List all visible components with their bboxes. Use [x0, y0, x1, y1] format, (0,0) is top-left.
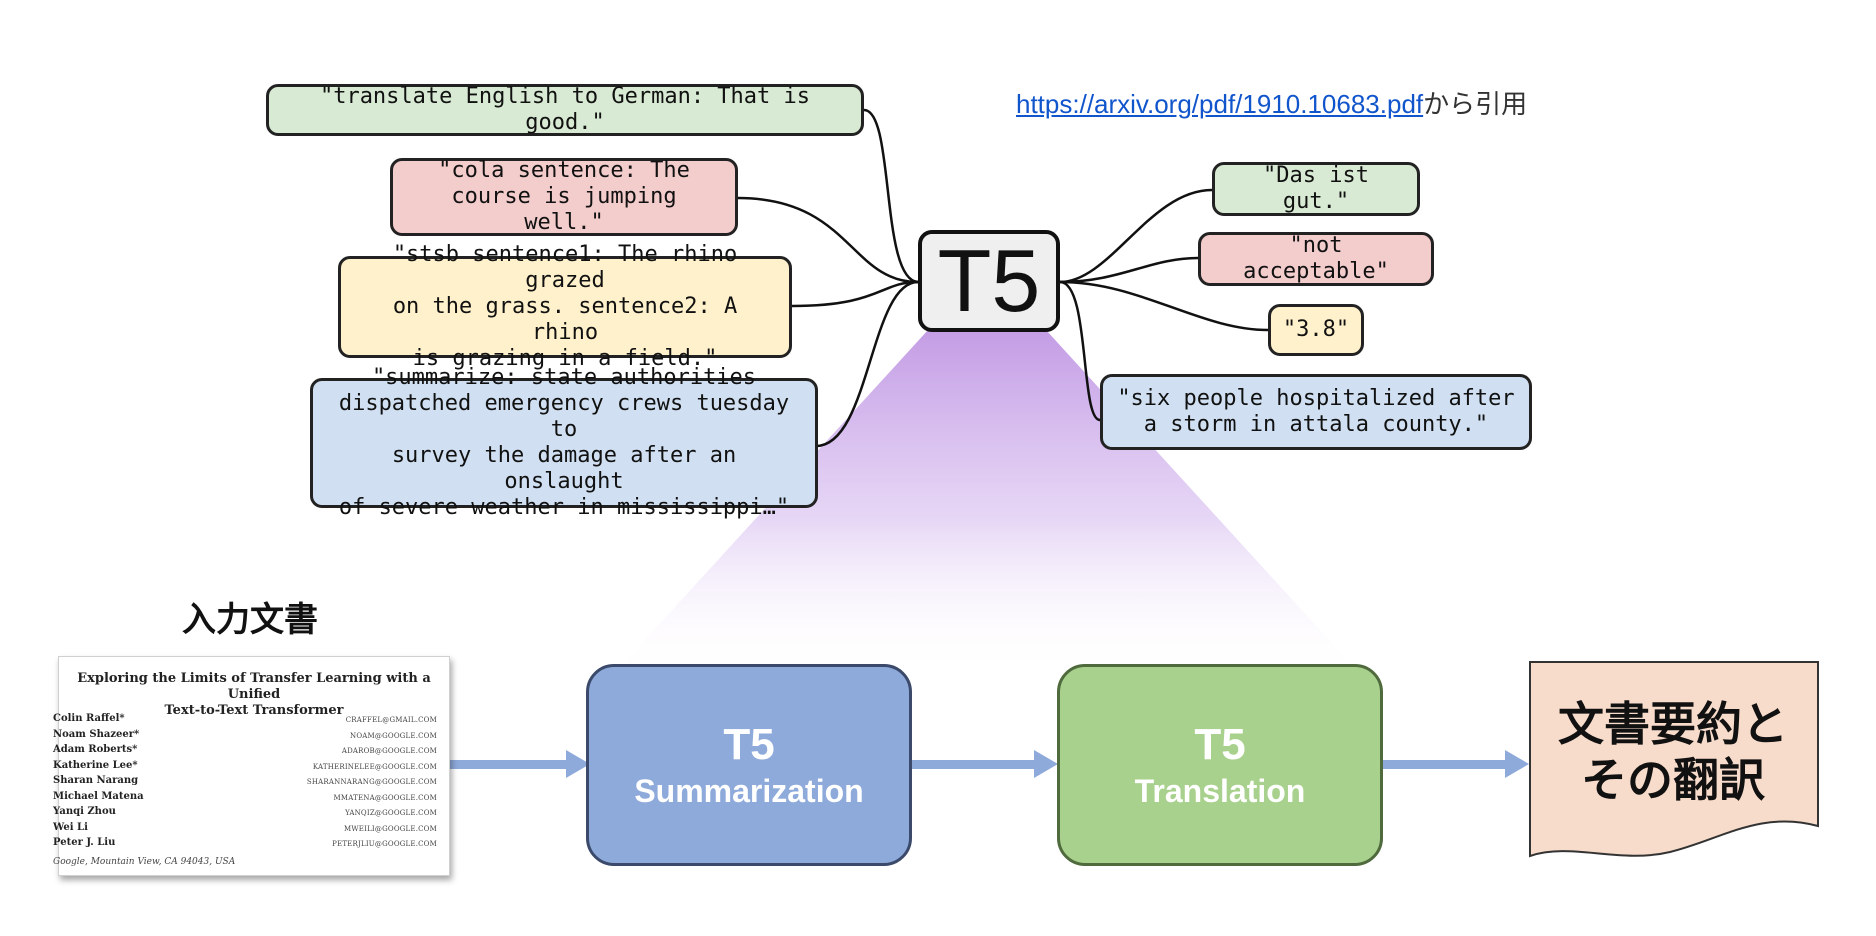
author-row: Colin Raffel* CRAFFEL@GMAIL.COM — [53, 713, 449, 729]
stage-title: T5 — [1194, 720, 1246, 769]
arrow-head-1 — [566, 750, 590, 778]
author-row: Yanqi Zhou YANQIZ@GOOGLE.COM — [53, 806, 449, 822]
pipeline-arrows — [448, 750, 1529, 778]
connector-input-2 — [737, 196, 919, 284]
author-name: Sharan Narang — [53, 775, 139, 786]
author-row: Peter J. Liu PETERJLIU@GOOGLE.COM — [53, 837, 449, 853]
author-row: Noam Shazeer* NOAM@GOOGLE.COM — [53, 729, 449, 745]
author-email: CRAFFEL@GMAIL.COM — [345, 716, 437, 724]
connector-output-2 — [1059, 256, 1199, 284]
author-name: Noam Shazeer* — [53, 728, 140, 740]
author-email: MWEILI@GOOGLE.COM — [344, 824, 437, 833]
connectors — [737, 108, 1269, 448]
author-name: Katherine Lee* — [53, 759, 138, 771]
input-summarize-box: "summarize: state authorities dispatched… — [310, 365, 818, 520]
output-summarize-box: "six people hospitalized after a storm i… — [1100, 374, 1532, 450]
stage-subtitle: Summarization — [634, 773, 864, 809]
paper-author-list: Colin Raffel* CRAFFEL@GMAIL.COM Noam Shaz… — [53, 713, 449, 853]
output-stsb-box: "3.8" — [1268, 304, 1364, 356]
author-name: Colin Raffel* — [53, 713, 125, 724]
output-translate-box: "Das ist gut." — [1212, 162, 1420, 216]
author-name: Peter J. Liu — [53, 837, 116, 848]
output-document-shape — [1529, 661, 1819, 858]
t5-model-box: T5 — [918, 230, 1060, 332]
connector-output-4 — [1059, 280, 1101, 422]
citation-link[interactable]: https://arxiv.org/pdf/1910.10683.pdf — [1016, 89, 1424, 119]
t5-summarization-stage: T5 Summarization — [586, 664, 912, 866]
arrow-head-3 — [1505, 750, 1529, 778]
connector-output-1 — [1059, 188, 1213, 284]
paper-title: Exploring the Limits of Transfer Learnin… — [77, 671, 431, 718]
stage-title: T5 — [723, 720, 775, 769]
input-paper-thumbnail: Exploring the Limits of Transfer Learnin… — [53, 656, 450, 876]
author-email: NOAM@GOOGLE.COM — [350, 731, 437, 740]
citation-suffix: から引用 — [1423, 89, 1528, 119]
t5-translation-stage: T5 Translation — [1057, 664, 1383, 866]
output-document-label: 文書要約と その翻訳 — [1558, 697, 1788, 807]
author-row: Adam Roberts* ADAROB@GOOGLE.COM — [53, 744, 449, 760]
input-document-label: 入力文書 — [182, 600, 318, 640]
author-row: Sharan Narang SHARANNARANG@GOOGLE.COM — [53, 775, 449, 791]
author-email: KATHERINELEE@GOOGLE.COM — [312, 762, 437, 771]
stage-subtitle: Translation — [1134, 773, 1306, 809]
author-row: Katherine Lee* KATHERINELEE@GOOGLE.COM — [53, 760, 449, 776]
author-name: Wei Li — [53, 821, 88, 833]
author-email: YANQIZ@GOOGLE.COM — [345, 809, 437, 817]
connector-output-3 — [1059, 280, 1269, 332]
author-name: Adam Roberts* — [53, 744, 138, 755]
author-email: ADAROB@GOOGLE.COM — [341, 747, 437, 755]
author-email: SHARANNARANG@GOOGLE.COM — [306, 778, 437, 786]
author-row: Wei Li MWEILI@GOOGLE.COM — [53, 822, 449, 838]
focus-cone — [612, 330, 1362, 676]
author-row: Michael Matena MMATENA@GOOGLE.COM — [53, 791, 449, 807]
citation: https://arxiv.org/pdf/1910.10683.pdfから引用 — [1016, 84, 1527, 121]
connector-input-4 — [815, 280, 919, 448]
output-cola-box: "not acceptable" — [1198, 232, 1434, 286]
arrow-head-2 — [1034, 750, 1058, 778]
paper-affiliation: Google, Mountain View, CA 94043, USA — [53, 857, 236, 867]
author-email: PETERJLIU@GOOGLE.COM — [332, 840, 437, 848]
author-name: Yanqi Zhou — [53, 806, 116, 817]
author-name: Michael Matena — [53, 790, 144, 802]
connector-input-1 — [863, 108, 919, 284]
input-translate-box: "translate English to German: That is go… — [266, 84, 864, 136]
connector-input-3 — [791, 280, 919, 308]
author-email: MMATENA@GOOGLE.COM — [333, 793, 437, 802]
input-cola-box: "cola sentence: The course is jumping we… — [390, 158, 738, 236]
input-stsb-box: "stsb sentence1: The rhino grazed on the… — [338, 242, 792, 371]
